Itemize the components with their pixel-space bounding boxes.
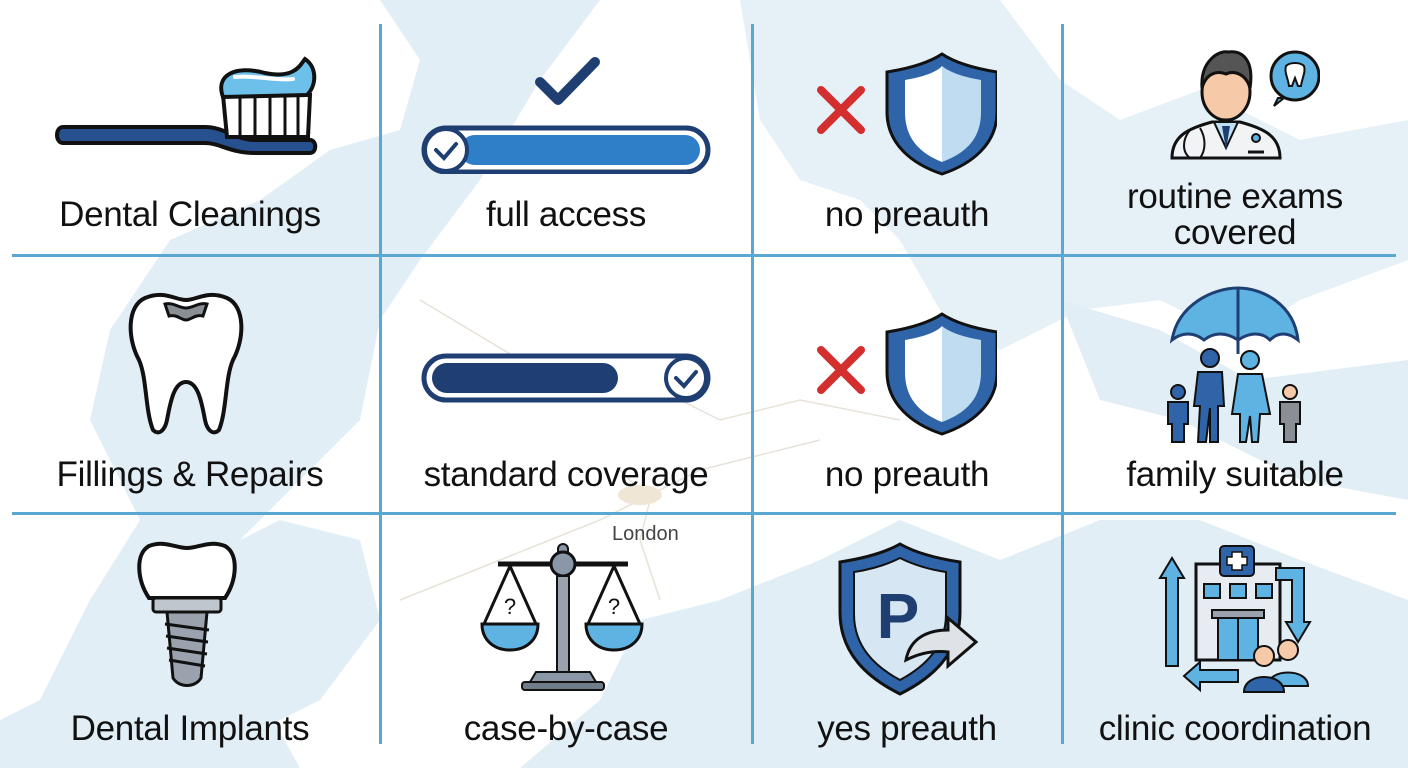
note-label-line2: covered [1173, 213, 1297, 252]
dentist-doctor-icon [1170, 50, 1320, 160]
cell-clinic-coordination: clinic coordination [1062, 514, 1408, 768]
family-umbrella-icon [1167, 286, 1301, 443]
cell-dental-cleanings: Dental Cleanings [0, 0, 380, 255]
category-label: Dental Implants [70, 709, 310, 748]
grid-horizontal-2 [12, 512, 1396, 515]
cell-routine-exams: routine exams covered [1062, 0, 1408, 255]
svg-text:?: ? [504, 594, 516, 619]
cell-yes-preauth: P yes preauth [752, 514, 1062, 768]
cell-family-suitable: family suitable [1062, 256, 1408, 513]
clinic-coordination-icon [1158, 545, 1312, 693]
access-label: full access [485, 195, 647, 234]
svg-text:?: ? [608, 594, 620, 619]
cell-preauth-2: no preauth [752, 256, 1062, 513]
cell-full-access: full access [380, 0, 752, 255]
cell-standard-coverage: standard coverage [380, 256, 752, 513]
x-shield-icon [817, 312, 997, 436]
tooth-filling-icon [128, 292, 244, 435]
note-label: clinic coordination [1098, 709, 1372, 748]
svg-text:P: P [877, 580, 920, 652]
note-label-line1: routine exams [1127, 177, 1343, 216]
note-label: family suitable [1126, 455, 1344, 494]
partial-progress-bar-check-icon [421, 353, 711, 403]
access-label: standard coverage [423, 455, 709, 494]
toothbrush-icon [55, 56, 318, 155]
map-city-label: London [612, 523, 679, 545]
grid-vertical-1 [379, 24, 382, 744]
cell-case-by-case: ? ? case-by-case [380, 514, 752, 768]
access-label: case-by-case [463, 709, 669, 748]
cell-dental-implants: Dental Implants [0, 514, 380, 768]
preauth-label: no preauth [824, 455, 990, 494]
cell-preauth-1: no preauth [752, 0, 1062, 255]
category-label: Fillings & Repairs [56, 455, 324, 494]
preauth-label: yes preauth [817, 709, 997, 748]
preauth-shield-arrow-icon: P [838, 542, 979, 696]
x-shield-icon [817, 52, 997, 176]
grid-horizontal-1 [12, 254, 1396, 257]
cell-fillings-repairs: Fillings & Repairs [0, 256, 380, 513]
dental-implant-icon [137, 541, 237, 687]
category-label: Dental Cleanings [59, 195, 321, 234]
preauth-label: no preauth [824, 195, 990, 234]
grid-vertical-2 [751, 24, 754, 744]
full-progress-bar-check-icon [421, 57, 711, 174]
balance-scale-icon: ? ? [480, 543, 644, 691]
grid-vertical-3 [1061, 24, 1064, 744]
